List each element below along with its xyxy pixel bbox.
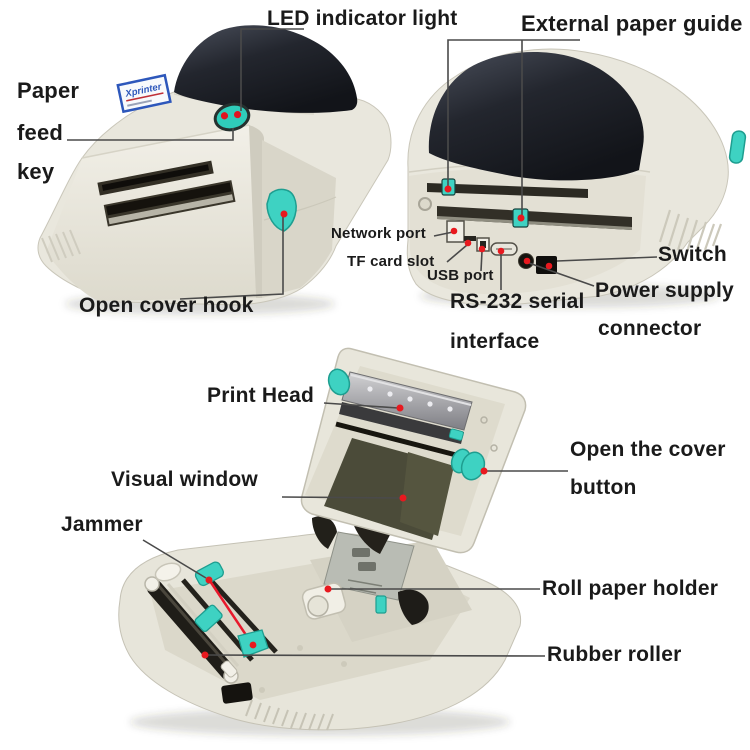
callout-line-network bbox=[433, 231, 454, 237]
callout-dot-rs232 bbox=[497, 247, 505, 255]
printer-front-view: Xprinter bbox=[37, 25, 392, 306]
label-rubber-roller: Rubber roller bbox=[547, 643, 682, 666]
roll-cradle-dark bbox=[398, 589, 429, 625]
rear-lid bbox=[428, 52, 644, 181]
printer-open-view bbox=[118, 347, 527, 731]
platen-gap bbox=[335, 421, 461, 459]
callout-dot-printhead bbox=[396, 404, 404, 412]
callout-line-led bbox=[240, 28, 304, 111]
label-paper-feed-3: key bbox=[17, 159, 55, 184]
rear-slot-lower bbox=[437, 206, 632, 230]
label-usb-port: USB port bbox=[427, 267, 494, 284]
callout-dot-roll-holder bbox=[324, 585, 332, 593]
callout-dot-guide-right bbox=[517, 214, 525, 222]
label-power-1: Power supply bbox=[595, 279, 734, 302]
hinge-left bbox=[312, 516, 337, 549]
callout-dot-network bbox=[450, 227, 458, 235]
front-lid bbox=[174, 25, 358, 113]
callout-line-window bbox=[281, 496, 402, 499]
rear-hole bbox=[418, 197, 432, 211]
callout-dot-power bbox=[523, 257, 531, 265]
front-paper-slots bbox=[97, 160, 236, 227]
label-rs232-2: interface bbox=[450, 330, 540, 353]
callout-dot-window bbox=[399, 494, 407, 502]
cover-hook-latch bbox=[266, 188, 297, 232]
callout-dot-guide-left bbox=[444, 185, 452, 193]
label-jammer: Jammer bbox=[61, 513, 143, 536]
base-slot-hole bbox=[221, 682, 253, 704]
label-tf-card-slot: TF card slot bbox=[347, 253, 435, 270]
label-network-port: Network port bbox=[331, 225, 426, 242]
label-power-2: connector bbox=[598, 317, 702, 340]
callout-dot-cover-button bbox=[480, 467, 488, 475]
rear-vents bbox=[658, 209, 723, 253]
callout-line-switch bbox=[556, 256, 658, 262]
label-paper-feed-1: Paper bbox=[17, 78, 80, 103]
callout-dots bbox=[201, 185, 553, 659]
callout-dot-jammer bbox=[205, 576, 213, 584]
callout-line-feed-key bbox=[67, 128, 234, 141]
tf-card-slot bbox=[464, 236, 476, 241]
callout-lines bbox=[67, 28, 658, 657]
callout-dot-hook bbox=[280, 210, 288, 218]
label-led-indicator: LED indicator light bbox=[267, 7, 458, 30]
callout-line-tf bbox=[446, 244, 468, 263]
label-paper-feed-2: feed bbox=[17, 120, 64, 145]
label-print-head: Print Head bbox=[207, 384, 315, 407]
led-light-2 bbox=[233, 110, 242, 119]
callout-dot-tf bbox=[464, 239, 472, 247]
led-light-1 bbox=[220, 112, 229, 120]
label-external-paper-guide: External paper guide bbox=[521, 11, 743, 36]
label-visual-window: Visual window bbox=[111, 468, 258, 491]
roll-holder-well bbox=[301, 531, 472, 642]
label-rs232-1: RS-232 serial bbox=[450, 290, 585, 313]
paper-guide-slider bbox=[194, 604, 223, 633]
callout-dot-usb bbox=[478, 245, 486, 253]
open-lid bbox=[300, 347, 527, 554]
label-open-cover-button-2: button bbox=[570, 476, 637, 499]
roller-well bbox=[144, 561, 278, 684]
label-roll-paper-holder: Roll paper holder bbox=[542, 577, 719, 600]
callout-line-hook bbox=[179, 217, 284, 300]
lid-knob-left bbox=[327, 368, 351, 396]
callout-line-usb bbox=[480, 250, 483, 272]
label-open-cover-hook: Open cover hook bbox=[79, 294, 254, 317]
callout-line-jammer bbox=[142, 539, 207, 579]
callout-line-paper-guide-left bbox=[447, 39, 580, 187]
rubber-roller bbox=[147, 580, 236, 680]
callout-line-rubber bbox=[206, 654, 546, 657]
callout-line-printhead bbox=[323, 402, 399, 409]
label-switch: Switch bbox=[658, 243, 727, 266]
label-open-cover-button-1: Open the cover bbox=[570, 438, 726, 461]
brand-label: Xprinter bbox=[116, 73, 172, 114]
front-vents bbox=[41, 229, 81, 263]
callout-dot-rubber bbox=[201, 651, 209, 659]
callout-line-power bbox=[528, 262, 595, 287]
jammer-part bbox=[194, 561, 225, 587]
guide-wire bbox=[208, 580, 254, 645]
base-ridges bbox=[245, 699, 334, 731]
rear-slot-upper bbox=[427, 183, 588, 198]
callout-dot-switch bbox=[545, 262, 553, 270]
rear-side-latch bbox=[728, 130, 747, 164]
printer-rear-view bbox=[406, 48, 747, 306]
